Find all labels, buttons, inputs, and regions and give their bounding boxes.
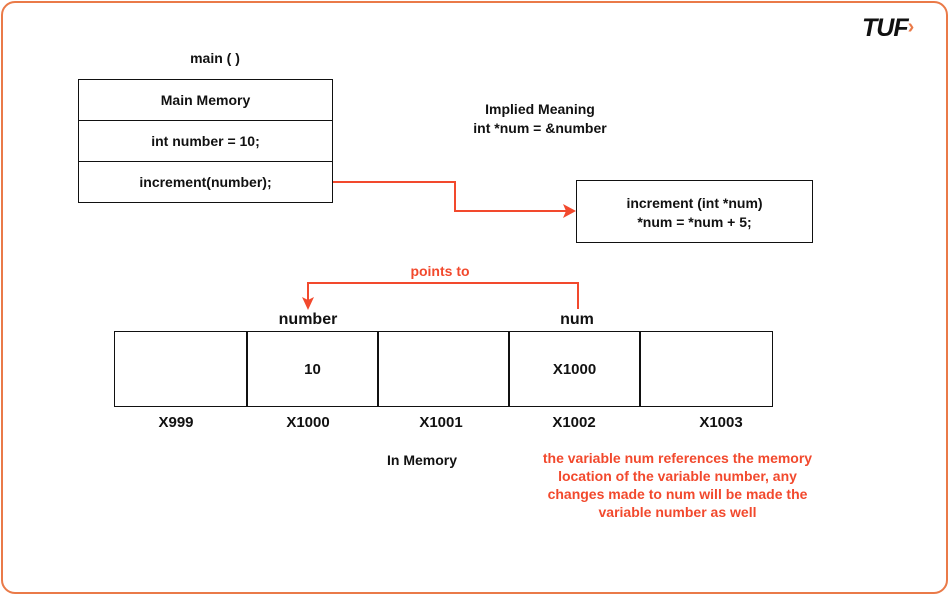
increment-body: *num = *num + 5; [637,214,752,230]
note-line: variable number as well [598,504,757,520]
memory-address: X1003 [699,414,743,431]
variable-num-label: num [560,311,594,328]
memory-address: X1002 [552,414,596,431]
memory-cell: X1000 [508,331,641,407]
declaration-row: int number = 10; [79,120,332,162]
increment-function-box: increment (int *num) *num = *num + 5; [576,180,813,243]
memory-cell [377,331,510,407]
note-line: changes made to num will be made the [547,486,808,502]
memory-address: X1001 [419,414,463,431]
call-arrow-line [333,181,566,212]
implied-meaning-title: Implied Meaning [485,101,595,117]
main-memory-box: Main Memory int number = 10; increment(n… [78,79,333,203]
main-memory-header: Main Memory [79,80,332,121]
memory-address: X999 [158,414,194,431]
in-memory-caption: In Memory [387,452,458,468]
memory-cell: 10 [246,331,379,407]
variable-number-label: number [278,311,338,328]
memory-cell [114,331,248,407]
function-call-row: increment(number); [139,173,272,190]
main-function-title: main ( ) [190,50,240,66]
note-line: location of the variable number, any [558,468,797,484]
call-arrowhead-icon [563,204,576,218]
points-to-label: points to [410,263,470,279]
increment-signature: increment (int *num) [626,195,763,211]
memory-address: X1000 [286,414,330,431]
points-to-arrow-line [307,282,579,309]
memory-cell [639,331,773,407]
chevron-right-icon: › [907,16,915,38]
tuf-logo: TUF› [862,14,915,42]
points-to-arrowhead-icon [302,297,314,310]
note-line: the variable num references the memory [542,450,813,466]
implied-meaning-code: int *num = &number [473,120,607,136]
explanation-note: the variable num references the memory l… [500,450,855,522]
